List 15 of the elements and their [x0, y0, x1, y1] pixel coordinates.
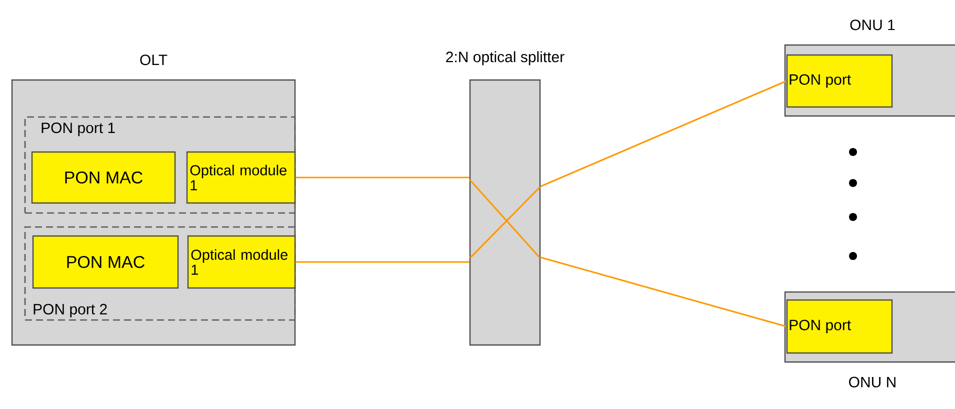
module-box: PON port [786, 54, 893, 108]
node-label: 2:N optical splitter [446, 51, 564, 66]
fiber-line [540, 80, 787, 188]
node-label: ONU 1 [850, 20, 895, 30]
fiber-line [296, 176, 470, 178]
node-label: ONU N [849, 376, 896, 388]
fiber-line [540, 256, 787, 328]
fiber-line [296, 261, 470, 263]
node-label: OLT [140, 54, 168, 66]
module-box: PON port [786, 299, 893, 354]
module-box: PON MAC [32, 235, 179, 289]
device-box: 2:N optical splitter [446, 51, 564, 346]
module-box: Optical module 1 [186, 151, 296, 204]
module-box: PON MAC [31, 151, 176, 204]
module-box: Optical module 1 [187, 235, 296, 289]
